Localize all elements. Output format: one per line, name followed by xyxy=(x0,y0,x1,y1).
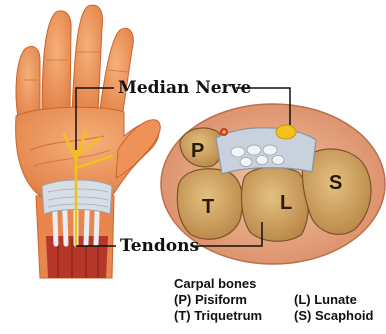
pinky-finger xyxy=(16,46,40,120)
legend-pisiform: (P) Pisiform xyxy=(174,292,247,307)
legend-scaphoid: (S) Scaphoid xyxy=(294,308,373,323)
bone-label-lunate: L xyxy=(280,192,292,215)
tendons-label: Tendons xyxy=(120,236,199,256)
bone-label-pisiform: P xyxy=(191,140,204,163)
median-nerve-section xyxy=(276,125,296,139)
legend-triquetrum: (T) Triquetrum xyxy=(174,308,262,323)
ring-finger xyxy=(42,11,71,112)
lunate-bone xyxy=(242,167,309,241)
legend-lunate: (L) Lunate xyxy=(294,292,357,307)
bone-label-triquetrum: T xyxy=(202,196,214,219)
bone-label-scaphoid: S xyxy=(329,172,342,195)
index-finger xyxy=(99,28,133,118)
legend-title: Carpal bones xyxy=(174,276,256,291)
median-nerve-label: Median Nerve xyxy=(118,78,251,98)
vessel-yellow xyxy=(222,130,226,134)
